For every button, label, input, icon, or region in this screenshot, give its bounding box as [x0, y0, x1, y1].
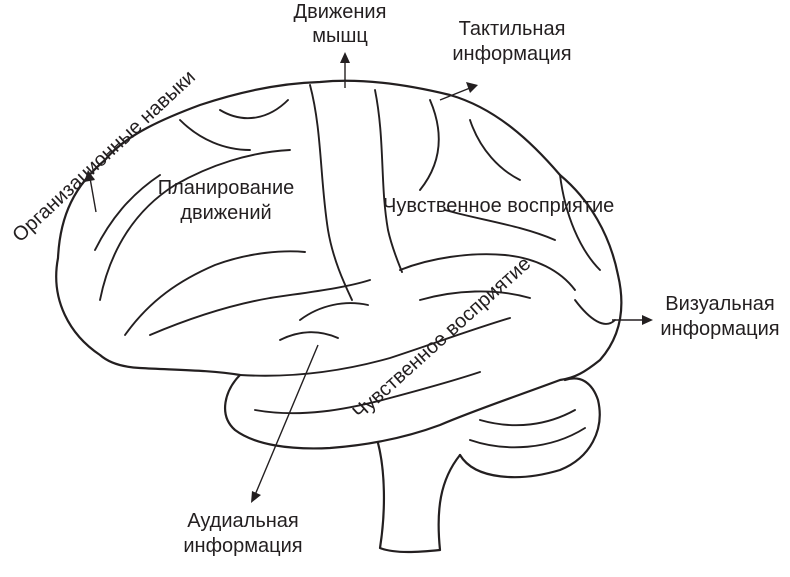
label-organizational-skills: Организационные навыки — [8, 66, 199, 247]
arrow-muscle-movement — [340, 52, 350, 88]
label-auditory-info-line1: Аудиальная — [187, 510, 299, 532]
arrow-visual-info — [612, 315, 653, 325]
label-movement-planning-line1: Планирование — [158, 177, 295, 199]
brain-outline-icon — [55, 79, 623, 554]
arrow-organizational-skills — [84, 170, 97, 213]
label-tactile-info-line1: Тактильная — [459, 18, 566, 40]
arrow-tactile-info — [439, 82, 478, 101]
arrow-auditory-info — [251, 344, 319, 503]
label-visual-info-line1: Визуальная — [665, 293, 774, 315]
label-muscle-movement-line2: мышц — [312, 25, 368, 47]
label-sensory-perception-parietal: Чувственное восприятие — [383, 195, 614, 217]
label-visual-info-line2: информация — [660, 318, 779, 340]
label-auditory-info-line2: информация — [183, 535, 302, 557]
label-muscle-movement-line1: Движения — [294, 1, 387, 23]
label-tactile-info-line2: информация — [452, 43, 571, 65]
label-movement-planning-line2: движений — [180, 202, 271, 224]
